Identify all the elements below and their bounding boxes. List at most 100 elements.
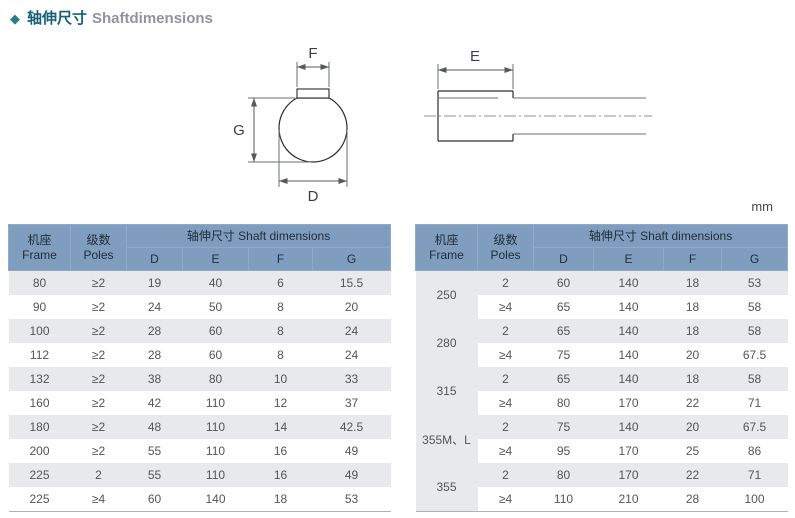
cell-d: 65 <box>556 372 571 386</box>
cell-f: 20 <box>685 420 700 434</box>
col-header-e: E <box>593 247 664 271</box>
cell-d: 80 <box>556 468 571 482</box>
cell-f: 18 <box>685 372 700 386</box>
diamond-bullet-icon: ◆ <box>10 11 20 26</box>
cell-poles: ≥4 <box>498 300 513 314</box>
cell-e: 170 <box>618 396 639 410</box>
cell-poles: ≥4 <box>498 492 513 506</box>
dim-label-g: G <box>233 122 245 139</box>
cell-g: 58 <box>747 324 762 338</box>
col-header-g: G <box>720 247 789 271</box>
cell-d: 48 <box>147 420 162 434</box>
cell-e: 110 <box>205 396 226 410</box>
cell-e: 170 <box>618 468 639 482</box>
cell-f: 14 <box>273 420 288 434</box>
cell-frame: 200 <box>29 444 50 458</box>
cell-e: 110 <box>205 468 226 482</box>
cell-e: 140 <box>618 300 639 314</box>
table-row: ≥4 65 140 18 58 <box>415 295 788 319</box>
cell-f: 16 <box>273 444 288 458</box>
cell-d: 80 <box>556 396 571 410</box>
table-row: ≥4 110 210 28 100 <box>415 487 788 512</box>
cell-g: 86 <box>747 444 762 458</box>
cell-d: 28 <box>147 348 162 362</box>
cell-e: 140 <box>618 276 639 290</box>
cell-frame: 100 <box>29 324 50 338</box>
col-header-d: D <box>126 247 183 271</box>
table-row: ≥4 95 170 25 86 <box>415 439 788 463</box>
cell-frame: 355M、L <box>422 432 471 447</box>
cell-g: 24 <box>344 324 359 338</box>
cell-poles: ≥2 <box>91 444 106 458</box>
col-header-shaft-dimensions: 轴伸尺寸 Shaft dimensions <box>125 224 392 248</box>
cell-e: 110 <box>205 420 226 434</box>
col-header-poles: 级数 Poles <box>70 224 127 271</box>
cell-d: 65 <box>556 300 571 314</box>
cell-poles: ≥4 <box>498 444 513 458</box>
frame-header-cn: 机座 <box>27 232 52 247</box>
cell-e: 210 <box>618 492 639 506</box>
cell-e: 60 <box>208 348 223 362</box>
cell-g: 42.5 <box>339 420 364 434</box>
cell-g: 71 <box>747 468 762 482</box>
cell-poles: ≥2 <box>91 396 106 410</box>
col-header-d: D <box>533 247 594 271</box>
cell-frame: 355 <box>436 480 457 494</box>
cell-poles: 2 <box>95 468 102 482</box>
cell-e: 140 <box>618 324 639 338</box>
cell-frame: 180 <box>29 420 50 434</box>
col-header-f: F <box>248 247 313 271</box>
cell-poles: 2 <box>502 372 509 386</box>
cell-g: 67.5 <box>742 420 767 434</box>
cell-poles: 2 <box>502 324 509 338</box>
cell-e: 140 <box>618 372 639 386</box>
cell-g: 58 <box>747 300 762 314</box>
cell-g: 15.5 <box>339 276 364 290</box>
cell-frame: 80 <box>32 276 47 290</box>
shaft-dimensions-table-right: 机座 Frame 级数 Poles 轴伸尺寸 Shaft dimensions … <box>415 224 789 512</box>
cell-d: 60 <box>147 492 162 506</box>
shaft-side-view-drawing: E <box>424 48 652 142</box>
unit-label: mm <box>751 199 773 214</box>
cell-g: 67.5 <box>742 348 767 362</box>
cell-poles: ≥2 <box>91 324 106 338</box>
poles-header-en: Poles <box>83 247 114 262</box>
cell-f: 25 <box>685 444 700 458</box>
cell-d: 110 <box>553 492 574 506</box>
table-row: 355M、L 2 75 140 20 67.5 <box>415 415 788 447</box>
cell-e: 140 <box>205 492 226 506</box>
cell-f: 20 <box>685 348 700 362</box>
cell-d: 28 <box>147 324 162 338</box>
table-row: 100 ≥2 28 60 8 24 <box>8 319 391 343</box>
frame-header-en: Frame <box>22 247 57 262</box>
cell-poles: ≥2 <box>91 372 106 386</box>
col-header-poles: 级数 Poles <box>477 224 534 271</box>
table-row: 225 ≥4 60 140 18 53 <box>8 487 391 512</box>
shaft-section-outline <box>278 97 348 163</box>
cell-d: 24 <box>147 300 162 314</box>
cell-f: 22 <box>685 468 700 482</box>
cell-g: 49 <box>344 468 359 482</box>
cell-f: 8 <box>277 300 284 314</box>
table-row: 250 2 60 140 18 53 <box>415 270 788 302</box>
poles-header-cn: 级数 <box>86 232 111 247</box>
cell-g: 53 <box>747 276 762 290</box>
dim-label-e: E <box>470 48 480 65</box>
cell-f: 18 <box>685 324 700 338</box>
cell-f: 8 <box>277 324 284 338</box>
section-title-en: Shaftdimensions <box>92 10 213 27</box>
cell-g: 37 <box>344 396 359 410</box>
cell-g: 33 <box>344 372 359 386</box>
cell-e: 80 <box>208 372 223 386</box>
cell-poles: ≥2 <box>91 348 106 362</box>
cell-e: 50 <box>208 300 223 314</box>
cell-poles: ≥4 <box>498 348 513 362</box>
cell-frame: 250 <box>436 288 457 302</box>
table-row: 225 2 55 110 16 49 <box>8 463 391 487</box>
cell-frame: 280 <box>436 336 457 350</box>
cell-d: 65 <box>556 324 571 338</box>
frame-header-en: Frame <box>429 247 464 262</box>
dim-label-d: D <box>308 188 319 205</box>
cell-f: 18 <box>685 276 700 290</box>
